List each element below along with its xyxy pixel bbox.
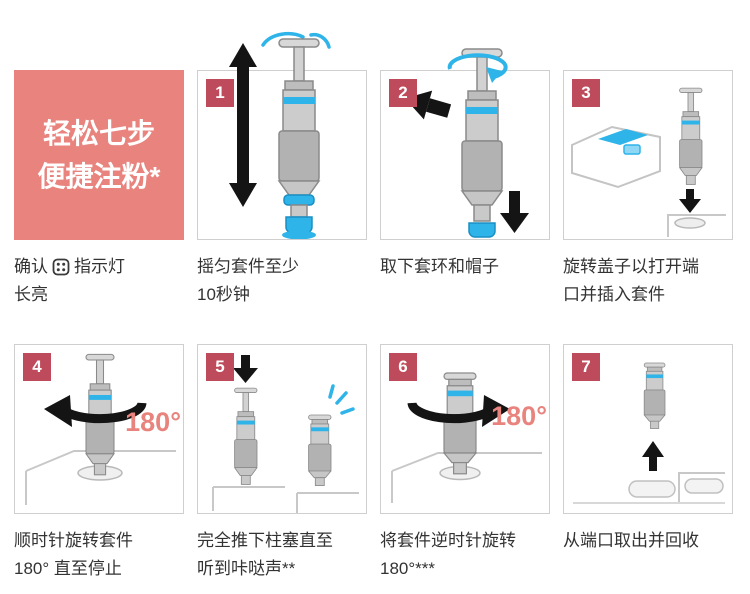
port-shape [674, 217, 706, 229]
open-port-shape [628, 480, 676, 498]
angle-label: 180° [491, 401, 547, 431]
intro-caption-indicator: 指示灯 [74, 257, 125, 276]
step-caption-2: 取下套环和帽子 [380, 257, 499, 276]
step-box-4: 4 180° [14, 344, 184, 514]
step-number-badge: 2 [389, 79, 417, 107]
insert-down-arrow-icon [679, 189, 701, 213]
intro-cell: 轻松七步 便捷注粉* 确认 指示灯 长亮 [14, 70, 184, 308]
step-cell-5: 5 [197, 344, 367, 582]
step-number-badge: 7 [572, 353, 600, 381]
click-sparks-icon [328, 384, 355, 415]
surface-edge-shape [391, 452, 542, 472]
surface-corner-shape [667, 214, 726, 237]
step-box-3: 3 [563, 70, 733, 240]
surface-edge-shape [25, 450, 176, 472]
angle-label: 180° [125, 407, 181, 437]
step-box-1: 1 [197, 31, 367, 240]
unscrew-arrow-icon [447, 53, 508, 83]
intro-banner: 轻松七步 便捷注粉* [14, 70, 184, 240]
step-number-badge: 6 [389, 353, 417, 381]
intro-caption-confirm: 确认 [14, 257, 48, 276]
rotate-counterclockwise-arrow-icon [407, 395, 510, 427]
down-arrow-icon [500, 191, 529, 233]
step-number-badge: 5 [206, 353, 234, 381]
step-caption-7: 从端口取出并回收 [563, 531, 699, 550]
step7-illustration [573, 362, 725, 504]
step3-illustration [571, 87, 726, 237]
surface-corner-shape [678, 472, 725, 503]
toner-indicator-icon [52, 258, 70, 276]
step-cell-1: 1 摇匀套件至少 10秒钟 [197, 31, 367, 308]
step-cell-3: 3 旋转盖子以打开端 [563, 70, 733, 308]
step-caption-1: 摇匀套件至少 10秒钟 [197, 257, 299, 304]
push-down-arrow-icon [233, 355, 258, 383]
cap-icon [468, 222, 496, 238]
step-number-badge: 1 [206, 79, 234, 107]
step-cell-4: 4 180° 顺时针旋转套件 180° 直至停止 [14, 344, 184, 582]
step4-illustration [25, 353, 176, 505]
step2-illustration [404, 48, 529, 238]
step6-illustration [391, 372, 542, 503]
closed-port-shape [684, 478, 724, 494]
step-caption-3: 旋转盖子以打开端 口并插入套件 [563, 257, 699, 304]
step1-illustration [229, 31, 331, 239]
shake-double-arrow-icon [229, 43, 257, 207]
step-cell-7: 7 从端口取出并回收 [563, 344, 733, 582]
step-caption-6: 将套件逆时针旋转 180°*** [380, 531, 516, 578]
intro-title-line2: 便捷注粉* [37, 161, 161, 192]
step-caption-5: 完全推下柱塞直至 听到咔哒声** [197, 531, 333, 578]
step-number-badge: 4 [23, 353, 51, 381]
remove-up-arrow-icon [642, 441, 664, 471]
step-box-5: 5 [197, 344, 367, 514]
row-2: 4 180° 顺时针旋转套件 180° 直至停止 [14, 344, 733, 582]
intro-title-line1: 轻松七步 [42, 117, 155, 149]
step-box-7: 7 [563, 344, 733, 514]
step-box-6: 6 180° [380, 344, 550, 514]
step-number-badge: 3 [572, 79, 600, 107]
rotate-clockwise-arrow-icon [44, 395, 147, 427]
intro-caption-line2: 长亮 [14, 284, 48, 304]
step-cell-2: 2 [380, 48, 550, 308]
cap-base-shape [282, 230, 316, 239]
step5-illustration [212, 355, 359, 513]
step-cell-6: 6 180° 将套件逆时针旋转 180°*** [380, 344, 550, 582]
intro-caption: 确认 指示灯 长亮 [14, 253, 184, 308]
printer-icon [571, 125, 661, 189]
step-box-2: 2 [380, 48, 550, 240]
step-caption-4: 顺时针旋转套件 180° 直至停止 [14, 531, 133, 578]
row-1: 轻松七步 便捷注粉* 确认 指示灯 长亮 [14, 31, 733, 308]
shake-vibration-icon [261, 31, 331, 49]
